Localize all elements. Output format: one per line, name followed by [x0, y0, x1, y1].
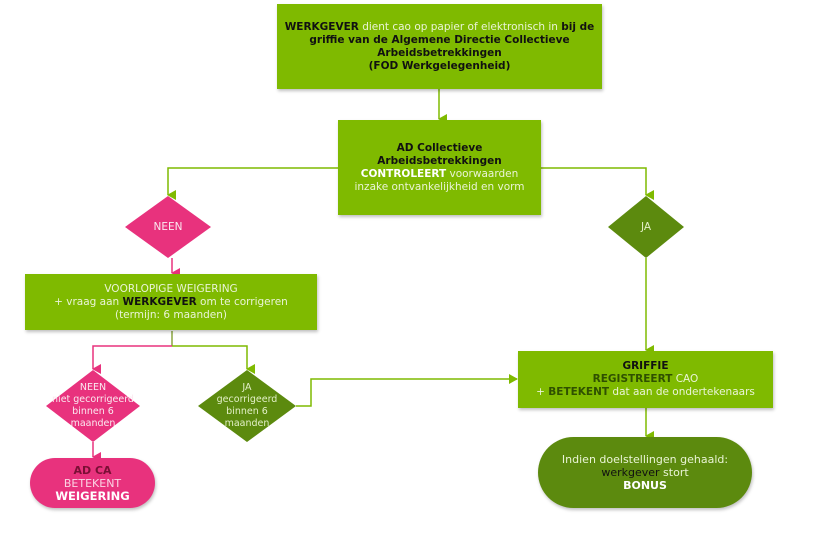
registry-line1: GRIFFIE — [622, 360, 669, 372]
bonus-line1: Indien doelstellingen gehaald: — [561, 453, 729, 466]
connector-control-to-neen — [167, 167, 338, 200]
control-box: AD Collectieve Arbeidsbetrekkingen CONTR… — [338, 120, 541, 215]
submit-werkgever: WERKGEVER — [284, 20, 359, 33]
decision-neen-diamond — [125, 196, 211, 258]
submit-text-bold: bij de — [561, 20, 595, 33]
connector-control-to-ja — [541, 167, 654, 200]
control-verb: CONTROLEERT — [360, 167, 447, 180]
not-corrected-label: NEEN niet gecorrigeerd binnen 6 maanden — [52, 382, 134, 430]
final-refusal-line3: WEIGERING — [55, 488, 130, 503]
not-corrected-line: NEEN — [79, 382, 107, 393]
submit-line3: Arbeidsbetrekkingen — [377, 46, 502, 59]
connector-to-not-corrected — [92, 345, 172, 374]
decision-ja-label: JA — [640, 221, 652, 233]
not-corrected-diamond — [46, 370, 140, 442]
final-refusal-pill: AD CA BETEKENT WEIGERING — [30, 458, 155, 508]
submit-cao-box: WERKGEVER dient cao op papier of elektro… — [277, 4, 602, 89]
corrected-label: JA gecorrigeerd binnen 6 maanden — [217, 382, 278, 430]
submit-line2: griffie van de Algemene Directie Collect… — [309, 33, 570, 46]
refusal-werkgever: WERKGEVER — [122, 295, 197, 308]
not-corrected-line: binnen 6 — [72, 406, 114, 417]
submit-text: dient cao op papier of elektronisch in — [358, 20, 562, 33]
connector-corrected-to-registry — [296, 374, 518, 407]
decision-neen-label: NEEN — [153, 221, 183, 233]
registry-box: GRIFFIE REGISTREERT CAO + BETEKENT dat a… — [518, 351, 773, 408]
not-corrected-line: niet gecorrigeerd — [52, 394, 134, 405]
final-refusal-line1: AD CA — [73, 463, 112, 477]
registry-plus: + — [536, 386, 549, 398]
provisional-refusal-box: VOORLOPIGE WEIGERING + vraag aan WERKGEV… — [25, 274, 317, 330]
control-line2: Arbeidsbetrekkingen — [377, 154, 502, 167]
refusal-line3: (termijn: 6 maanden) — [114, 308, 228, 321]
registry-cao: CAO — [672, 373, 699, 385]
connector-to-corrected — [172, 345, 255, 374]
corrected-line: binnen 6 — [226, 406, 268, 417]
submit-line4: (FOD Werkgelegenheid) — [368, 59, 511, 72]
corrected-line: JA — [242, 382, 252, 393]
refusal-text-c: om te corrigeren — [196, 295, 288, 308]
control-text: voorwaarden — [446, 167, 519, 180]
not-corrected-line: maanden — [70, 418, 116, 429]
decision-ja-diamond — [608, 196, 684, 258]
registry-verb: REGISTREERT — [592, 373, 673, 385]
refusal-text-a: + vraag aan — [54, 295, 123, 308]
bonus-stort: stort — [659, 466, 689, 479]
registry-text: dat aan de ondertekenaars — [609, 386, 755, 398]
final-refusal-line2: BETEKENT — [63, 476, 122, 490]
control-line4: inzake ontvankelijkheid en vorm — [354, 180, 525, 193]
corrected-line: maanden — [224, 418, 270, 429]
bonus-pill: Indien doelstellingen gehaald: werkgever… — [538, 437, 752, 508]
corrected-diamond — [198, 370, 296, 442]
control-line1: AD Collectieve — [396, 141, 483, 154]
corrected-line: gecorrigeerd — [216, 394, 278, 405]
refusal-line1: VOORLOPIGE WEIGERING — [104, 282, 238, 295]
bonus-werkgever: werkgever — [601, 466, 660, 479]
registry-verb2: BETEKENT — [548, 386, 610, 398]
bonus-line3: BONUS — [623, 479, 667, 492]
